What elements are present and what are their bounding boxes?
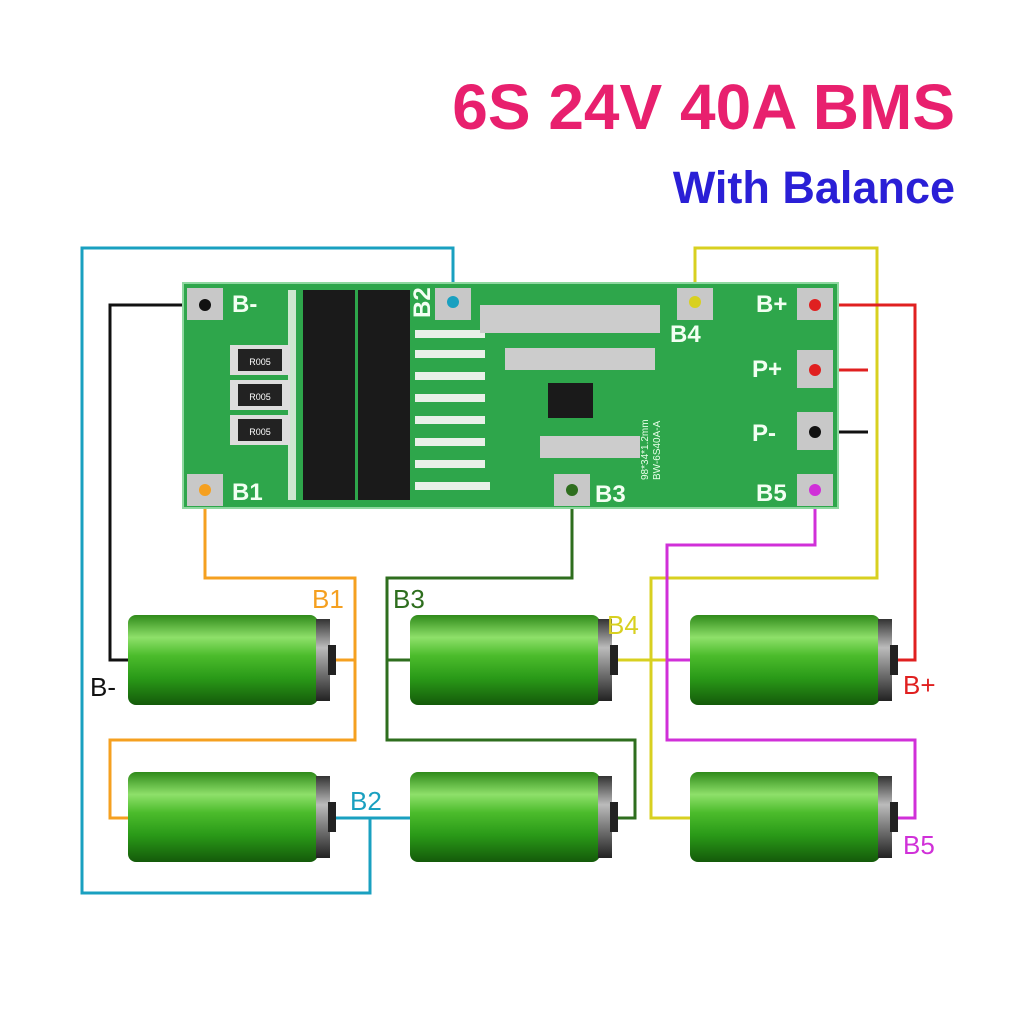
pad-label-b-plus: B+ — [756, 291, 787, 318]
pad-dots — [199, 296, 821, 496]
pad-label-b5: B5 — [756, 480, 787, 507]
wire-b1 — [108, 490, 357, 820]
product-subtitle: With Balance — [672, 162, 955, 213]
board-size-text: 98*34*1.2mm — [640, 419, 651, 480]
battery-cell-6 — [690, 772, 898, 862]
pad-label-b1: B1 — [232, 479, 263, 506]
wire-label-b3: B3 — [393, 584, 425, 614]
wire-b3 — [385, 490, 637, 820]
mosfet-array — [303, 290, 410, 500]
product-title: 6S 24V 40A BMS — [452, 71, 955, 143]
pad-label-b-minus: B- — [232, 291, 257, 318]
wires — [80, 246, 917, 895]
wire-b2 — [80, 246, 455, 895]
wire-label-b2: B2 — [350, 786, 382, 816]
bms-pcb: R005 R005 R005 — [182, 282, 839, 509]
battery-cell-2 — [128, 772, 336, 862]
pad-label-p-plus: P+ — [752, 356, 782, 383]
wire-label-b-plus: B+ — [903, 670, 936, 700]
battery-cell-1 — [128, 615, 336, 705]
shunt-resistors: R005 R005 R005 — [230, 345, 290, 445]
battery-cell-3 — [410, 615, 618, 705]
battery-cell-4 — [410, 772, 618, 862]
pad-label-b3: B3 — [595, 481, 626, 508]
pad-label-b2: B2 — [409, 287, 436, 318]
resistor-label: R005 — [249, 357, 271, 367]
pad-label-b4: B4 — [670, 321, 701, 348]
battery-cell-5 — [690, 615, 898, 705]
wire-b-plus — [815, 303, 917, 662]
pad-label-p-minus: P- — [752, 420, 776, 447]
balance-resistors — [415, 305, 660, 490]
wire-b5 — [665, 490, 917, 820]
battery-cells — [128, 615, 898, 862]
wire-b4 — [649, 246, 879, 820]
board-model-text: BW-6S40A-A — [652, 420, 663, 480]
bms-ic-chip — [548, 383, 593, 418]
wire-label-b4: B4 — [607, 610, 639, 640]
resistor-label: R005 — [249, 392, 271, 402]
resistor-label: R005 — [249, 427, 271, 437]
wire-b-minus — [108, 303, 205, 662]
wire-label-b5: B5 — [903, 830, 935, 860]
wire-label-b-minus: B- — [90, 672, 116, 702]
wire-label-b1: B1 — [312, 584, 344, 614]
